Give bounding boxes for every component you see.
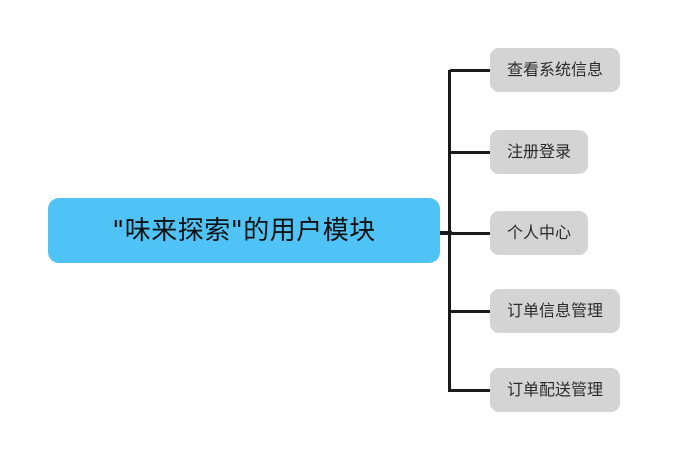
child-node-3-label: 个人中心 — [507, 223, 572, 242]
connector-branch-4 — [450, 310, 491, 313]
child-node-2[interactable]: 注册登录 — [490, 130, 589, 174]
child-node-4-label: 订单信息管理 — [507, 301, 604, 320]
child-node-3[interactable]: 个人中心 — [490, 211, 589, 255]
child-node-5-label: 订单配送管理 — [507, 380, 604, 399]
connector-branch-2 — [450, 151, 491, 154]
child-node-5[interactable]: 订单配送管理 — [490, 368, 621, 412]
connector-branch-3 — [450, 232, 491, 235]
child-node-1[interactable]: 查看系统信息 — [490, 48, 621, 92]
root-node-label: "味来探索"的用户模块 — [112, 215, 376, 246]
connector-root-stub — [440, 231, 452, 235]
child-node-1-label: 查看系统信息 — [507, 60, 604, 79]
root-node[interactable]: "味来探索"的用户模块 — [48, 198, 440, 263]
connector-branch-5 — [450, 389, 491, 392]
child-node-4[interactable]: 订单信息管理 — [490, 289, 621, 333]
connector-branch-1 — [450, 69, 491, 72]
child-node-2-label: 注册登录 — [507, 142, 572, 161]
